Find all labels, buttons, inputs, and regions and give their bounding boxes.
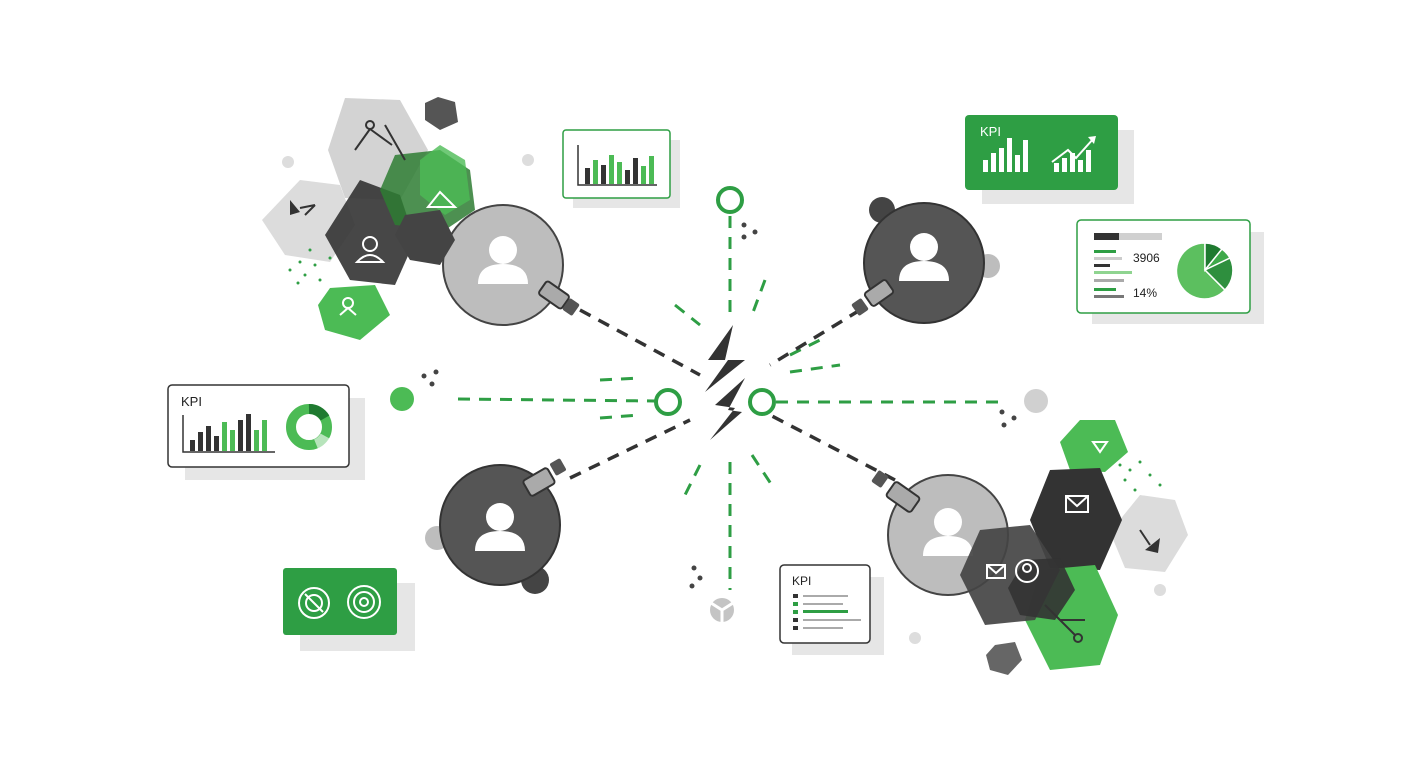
cursor-icon <box>290 200 316 216</box>
dark-dashed-connectors <box>569 308 896 482</box>
filter-icon <box>1091 441 1109 454</box>
dots <box>421 222 1017 589</box>
user-icon <box>478 236 528 284</box>
gray-dot <box>1024 389 1048 413</box>
user-node-bottom-left[interactable] <box>425 458 567 594</box>
donut-chart-icon <box>286 404 332 450</box>
bar-chart-icon <box>983 138 1028 172</box>
user-circle-icon <box>1015 559 1039 583</box>
green-ring-right <box>748 388 776 416</box>
kpi-card-left: KPI <box>167 384 365 480</box>
plug-connector <box>522 467 556 497</box>
user-node-top-left[interactable] <box>442 204 580 326</box>
bar-chart-icon <box>190 414 267 451</box>
plug-connector <box>538 280 570 310</box>
green-dashed-connectors <box>457 216 1000 590</box>
green-ring-left <box>654 388 682 416</box>
hexagon-cluster-bottom-right <box>909 420 1188 675</box>
target-icon <box>298 587 330 619</box>
network-icon <box>1044 604 1085 643</box>
pie-chart-icon <box>1175 242 1234 300</box>
trend-chart-icon <box>1051 136 1096 172</box>
stat-value-1: 3906 <box>1133 251 1160 265</box>
kpi-label: KPI <box>980 124 1001 139</box>
user-icon <box>899 233 949 281</box>
home-icon <box>425 190 458 208</box>
target-card-green <box>283 568 415 651</box>
plug-connector <box>863 279 895 307</box>
mail-icon <box>986 564 1006 579</box>
green-ring-top <box>716 186 744 214</box>
plug-connector <box>885 481 921 513</box>
user-icon <box>923 508 973 556</box>
kpi-card-green: KPI <box>965 115 1134 204</box>
stats-pie-card: 3906 14% <box>1076 219 1264 324</box>
user-node-top-right[interactable] <box>851 197 1000 324</box>
stat-value-2: 14% <box>1133 286 1157 300</box>
cursor-icon <box>1139 529 1160 553</box>
user-outline-icon <box>339 297 357 316</box>
kpi-list-card: KPI <box>779 564 884 655</box>
bar-chart-icon <box>585 155 654 184</box>
green-dot <box>390 387 414 411</box>
mini-bar-chart-card <box>562 129 680 208</box>
mail-icon <box>1065 495 1089 513</box>
user-outline-icon <box>354 236 386 263</box>
splitter-icon <box>710 598 734 622</box>
list-icon <box>793 594 861 630</box>
user-icon <box>475 503 525 551</box>
hexagon-cluster-top-left <box>262 97 534 340</box>
target-icon <box>347 585 381 619</box>
kpi-label: KPI <box>181 394 202 409</box>
kpi-label: KPI <box>792 574 811 588</box>
network-icon <box>354 120 406 161</box>
broken-connection-icon <box>705 325 745 440</box>
